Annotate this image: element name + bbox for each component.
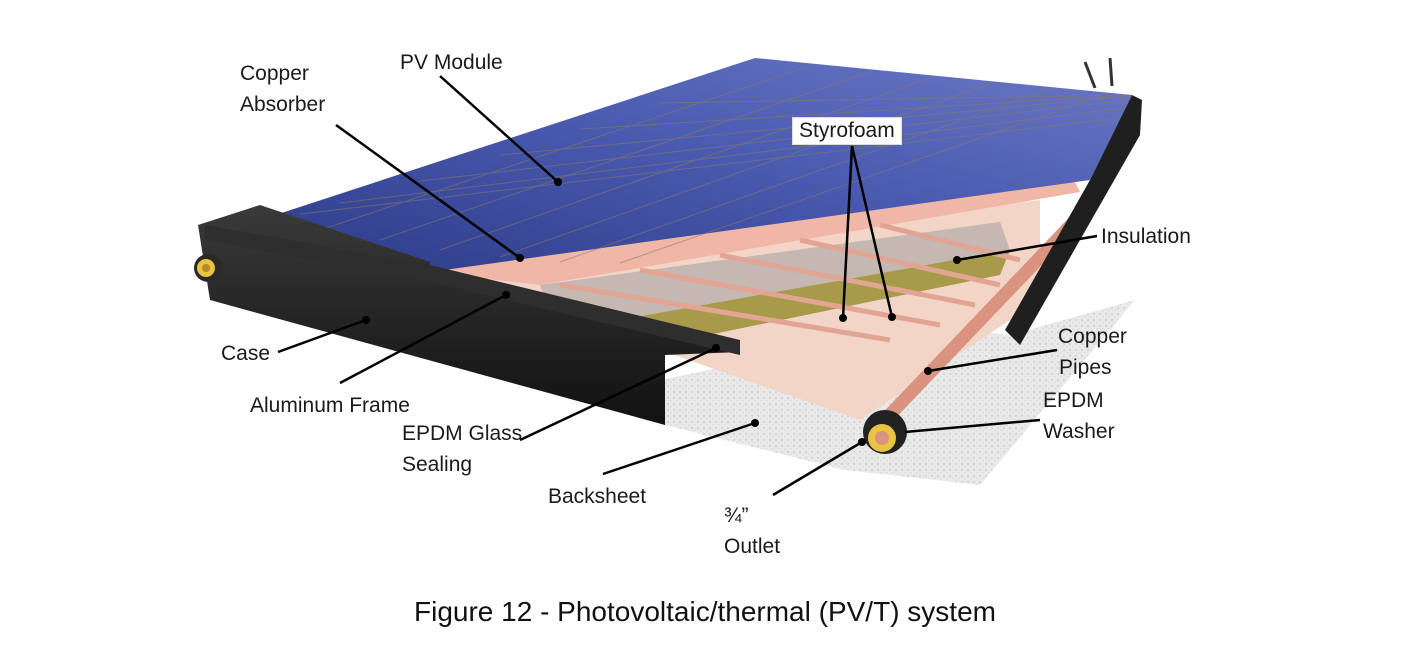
label-copper-absorber: Copper Absorber: [240, 62, 326, 116]
label-aluminum-frame: Aluminum Frame: [250, 394, 410, 417]
leader-lines: [277, 75, 1098, 497]
aluminum-frame-rail: [205, 225, 740, 355]
label-case: Case: [221, 342, 271, 365]
label-styrofoam: Styrofoam: [792, 117, 902, 145]
leader-dots: [362, 178, 961, 446]
pv-cell-grid: [299, 65, 1131, 264]
label-backsheet: Backsheet: [548, 485, 647, 508]
junction-cables: [1083, 57, 1114, 89]
insulation-strip: [630, 250, 1010, 345]
label-epdm-glass-sealing: EPDM Glass Sealing: [402, 422, 523, 476]
gray-cavity: [540, 222, 1010, 318]
label-copper-pipes: Copper Pipes: [1058, 325, 1127, 379]
label-pv-module: PV Module: [400, 51, 503, 74]
pv-module: [260, 58, 1132, 272]
label-epdm-washer: EPDM Washer: [1043, 389, 1115, 443]
figure-caption: Figure 12 - Photovoltaic/thermal (PV/T) …: [414, 596, 996, 627]
case-right: [1005, 95, 1142, 345]
label-insulation: Insulation: [1101, 225, 1191, 248]
label-outlet: ¾” Outlet: [724, 504, 781, 558]
copper-pipes: [559, 198, 1097, 432]
